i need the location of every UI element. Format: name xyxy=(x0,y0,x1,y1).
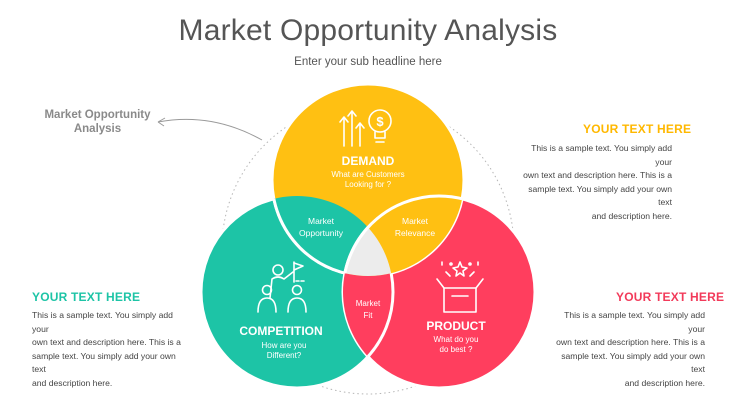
market-relevance-region xyxy=(341,194,464,276)
left-line-4: and description here. xyxy=(32,377,113,388)
arrowhead-icon xyxy=(157,117,166,127)
left-line-3: sample text. You simply add your own tex… xyxy=(32,350,176,375)
left-line-2: own text and description here. This is a xyxy=(32,337,181,347)
page-subtitle: Enter your sub headline here xyxy=(294,56,442,68)
demand-title: DEMAND xyxy=(342,154,395,168)
left-body: This is a sample text. You simply add yo… xyxy=(32,309,192,390)
competition-title: COMPETITION xyxy=(239,324,322,338)
demand-line-2: Looking for ? xyxy=(345,180,392,189)
market-fit-line-1: Market xyxy=(356,299,381,308)
market-relevance-line-1: Market xyxy=(402,216,429,226)
left-line-1: This is a sample text. You simply add yo… xyxy=(32,310,173,334)
top-right-line-4: and description here. xyxy=(591,210,672,221)
top-right-line-1: This is a sample text. You simply add yo… xyxy=(531,143,672,167)
bottom-right-line-3: sample text. You simply add your own tex… xyxy=(561,350,705,375)
side-label-line-1: Market Opportunity xyxy=(44,109,151,121)
side-label-arrow xyxy=(157,118,263,141)
product-line-2: do best ? xyxy=(440,345,473,354)
team-flag-icon xyxy=(257,261,307,313)
top-right-body: This is a sample text. You simply add yo… xyxy=(512,142,672,223)
bottom-right-line-2: own text and description here. This is a xyxy=(556,337,705,347)
bottom-right-body: This is a sample text. You simply add yo… xyxy=(545,309,705,390)
demand-line-1: What are Customers xyxy=(331,170,404,179)
competition-line-1: How are you xyxy=(262,341,307,350)
market-relevance-line-2: Relevance xyxy=(395,228,435,238)
market-opportunity-line-1: Market xyxy=(308,216,335,226)
svg-text:$: $ xyxy=(376,114,384,129)
top-right-heading: YOUR TEXT HERE xyxy=(583,122,692,136)
market-opportunity-line-2: Opportunity xyxy=(299,228,344,238)
market-fit-line-2: Fit xyxy=(364,311,374,320)
left-heading: YOUR TEXT HERE xyxy=(32,290,141,304)
top-right-line-3: sample text. You simply add your own tex… xyxy=(528,183,672,208)
bottom-right-line-1: This is a sample text. You simply add yo… xyxy=(564,310,705,334)
growth-idea-icon: $ xyxy=(339,109,392,147)
product-line-1: What do you xyxy=(434,335,479,344)
side-label-line-2: Analysis xyxy=(73,123,122,135)
page-title: Market Opportunity Analysis xyxy=(178,14,558,47)
competition-line-2: Different? xyxy=(267,351,302,360)
side-label: Market Opportunity Analysis xyxy=(40,108,155,136)
bottom-right-line-4: and description here. xyxy=(624,377,705,388)
bottom-right-heading: YOUR TEXT HERE xyxy=(616,290,725,304)
product-title: PRODUCT xyxy=(426,319,486,333)
top-right-line-2: own text and description here. This is a xyxy=(523,170,672,180)
product-box-icon xyxy=(436,261,484,313)
